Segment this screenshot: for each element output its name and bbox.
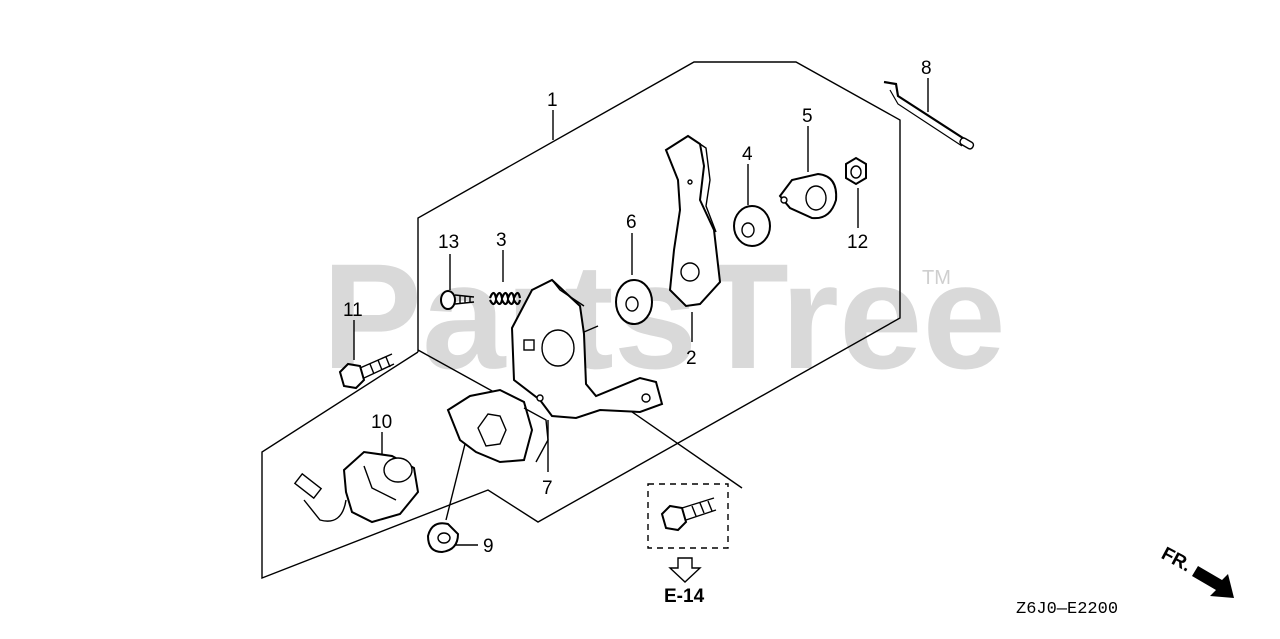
callout-1: 1 bbox=[547, 90, 558, 111]
leader-bolt bbox=[611, 397, 743, 489]
part-13-screw[interactable] bbox=[440, 290, 475, 310]
part-11-bolt[interactable] bbox=[338, 353, 395, 390]
reference-bolt[interactable] bbox=[660, 497, 717, 532]
diagram-code: Z6J0—E2200 bbox=[1016, 600, 1118, 619]
orientation-label: FR. bbox=[1158, 543, 1195, 576]
part-9-clip[interactable] bbox=[426, 522, 460, 554]
assembly-outline bbox=[261, 61, 901, 580]
callout-5: 5 bbox=[802, 106, 813, 127]
callout-2: 2 bbox=[686, 348, 697, 369]
part-5-plate[interactable] bbox=[778, 172, 838, 220]
callout-10: 10 bbox=[371, 412, 392, 433]
callout-4: 4 bbox=[742, 144, 753, 165]
callout-8: 8 bbox=[921, 58, 932, 79]
arrow-down-icon bbox=[668, 557, 702, 583]
reference-label: E-14 bbox=[664, 586, 705, 607]
watermark: PartsTree bbox=[322, 232, 1006, 400]
part-4-washer[interactable] bbox=[733, 205, 771, 247]
part-3-spring[interactable] bbox=[488, 291, 522, 306]
callout-12: 12 bbox=[847, 232, 868, 253]
part-7-bracket[interactable] bbox=[510, 278, 664, 420]
callout-7: 7 bbox=[542, 478, 553, 499]
part-8-rod[interactable] bbox=[883, 80, 975, 150]
front-arrow-icon bbox=[1192, 566, 1234, 598]
leader-9b bbox=[445, 439, 467, 521]
callout-9: 9 bbox=[483, 536, 494, 557]
part-12-nut[interactable] bbox=[845, 156, 867, 186]
callout-11: 11 bbox=[343, 300, 363, 321]
reference-box bbox=[647, 483, 729, 549]
watermark-trademark: TM bbox=[922, 267, 951, 289]
part-7-gear-plate[interactable] bbox=[446, 388, 549, 464]
part-2-lever[interactable] bbox=[664, 134, 722, 308]
callout-3: 3 bbox=[496, 230, 507, 251]
callout-13: 13 bbox=[438, 232, 459, 253]
part-10-motor[interactable] bbox=[293, 450, 420, 524]
part-6-washer[interactable] bbox=[615, 279, 653, 325]
callout-6: 6 bbox=[626, 212, 637, 233]
